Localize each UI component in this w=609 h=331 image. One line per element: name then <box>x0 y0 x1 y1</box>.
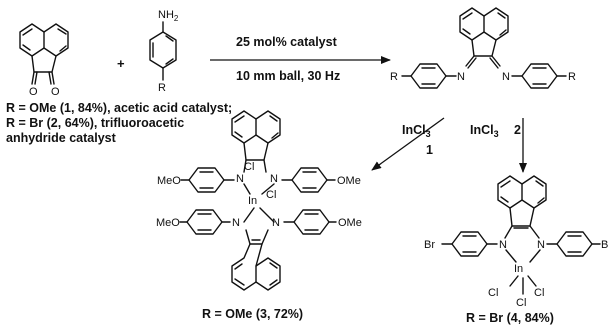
meo-upper: MeO <box>157 175 181 187</box>
r-group-label: R <box>158 82 166 94</box>
n-bottom-right: N <box>272 217 280 229</box>
ome-upper: OMe <box>337 175 361 187</box>
cl-top: Cl <box>244 161 254 173</box>
meo-lower: MeO <box>156 217 180 229</box>
n-top-right: N <box>270 173 278 185</box>
cl-right-4: Cl <box>534 287 544 299</box>
imine-n-right: N <box>502 71 510 83</box>
note-line-2: R = Br (2, 64%), trifluoroacetic <box>6 116 184 130</box>
reagent-right-number: 2 <box>514 123 521 137</box>
n-left-4: N <box>499 239 507 251</box>
complex-3-structure: Cl N N In Cl N N MeO OMe MeO OMe <box>156 110 362 321</box>
n-top-left: N <box>236 173 244 185</box>
cl-left-4: Cl <box>488 287 498 299</box>
condition-catalyst: 25 mol% catalyst <box>236 35 338 49</box>
oxygen-atom-1: O <box>29 86 38 98</box>
indium-center: In <box>248 195 257 207</box>
cl-right: Cl <box>266 189 276 201</box>
reagent-right: InCl3 <box>470 123 499 139</box>
reagent-left: InCl3 <box>402 123 431 139</box>
aniline-structure: NH2 R <box>149 9 179 94</box>
reagent-left-number: 1 <box>426 143 433 157</box>
note-line-1: R = OMe (1, 84%), acetic acid catalyst; <box>6 101 232 115</box>
plus-sign: + <box>117 56 125 71</box>
oxygen-atom-2: O <box>51 86 60 98</box>
indium-center-4: In <box>514 263 523 275</box>
n-bottom-left: N <box>232 217 240 229</box>
ome-lower: OMe <box>338 217 362 229</box>
amine-group: NH2 <box>158 9 179 23</box>
imine-n-left: N <box>457 71 465 83</box>
n-right-4: N <box>537 239 545 251</box>
cl-bottom-4: Cl <box>516 297 526 309</box>
br-right: Br <box>601 239 609 251</box>
r-group-right: R <box>568 71 576 83</box>
r-group-left: R <box>390 71 398 83</box>
acenaphthenequinone-structure: O O <box>19 23 69 98</box>
arrow-to-complex-3 <box>371 117 445 171</box>
br-left: Br <box>424 239 435 251</box>
complex-3-label: R = OMe (3, 72%) <box>202 307 303 321</box>
condition-milling: 10 mm ball, 30 Hz <box>236 69 340 83</box>
bian-ligand-structure: N N R R <box>390 7 576 89</box>
complex-4-structure: N N In Cl Cl Cl Br Br R = Br (4, 84%) <box>424 175 609 325</box>
note-line-3: anhydride catalyst <box>6 131 117 145</box>
complex-4-label: R = Br (4, 84%) <box>466 311 554 325</box>
